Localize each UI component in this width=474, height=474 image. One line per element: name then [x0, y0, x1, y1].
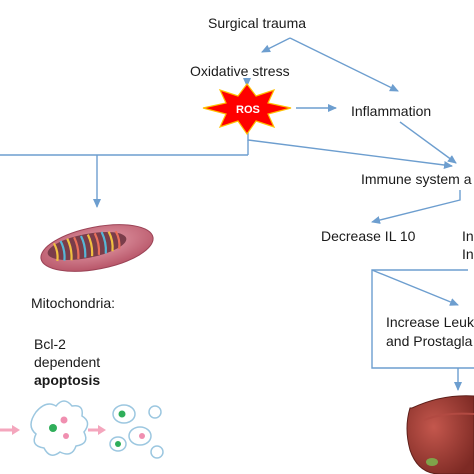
- apoptosis-label: apoptosis: [34, 372, 101, 388]
- arrow-trauma-to-inflammation: [289, 37, 399, 92]
- prostaglandins-label: and Prostagla: [386, 333, 473, 349]
- arrow-immune-to-decrease: [371, 190, 461, 224]
- increase-label-line-2: In: [462, 246, 474, 262]
- bcl2-label: Bcl-2: [34, 336, 66, 352]
- arrow-trauma-to-oxidative: [261, 37, 291, 53]
- mitochondria-label: Mitochondria:: [31, 295, 116, 311]
- increase-label-line-1: In: [462, 228, 474, 244]
- oxidative-stress-label: Oxidative stress: [190, 63, 290, 79]
- inflammation-label: Inflammation: [351, 103, 432, 119]
- arrow-loop-to-leuk: [371, 269, 459, 306]
- ros-label: ROS: [236, 104, 260, 116]
- apoptosis-cells-icon: [0, 400, 164, 459]
- decrease-il10-label: Decrease IL 10: [321, 228, 416, 244]
- arrow-inflammation-to-immune: [399, 121, 457, 164]
- line-increase-loop: [371, 269, 474, 369]
- increase-leukocytes-label: Increase Leuk: [386, 314, 474, 330]
- dependent-label: dependent: [34, 354, 101, 370]
- liver-icon: [406, 395, 474, 474]
- immune-system-label: Immune system a: [361, 171, 472, 187]
- surgical-trauma-label: Surgical trauma: [208, 15, 307, 31]
- irregular-cell-shape: [30, 400, 89, 456]
- arrow-ros-to-immune: [247, 128, 453, 169]
- mitochondria-icon: [40, 224, 154, 272]
- ros-burst-icon: [202, 83, 292, 136]
